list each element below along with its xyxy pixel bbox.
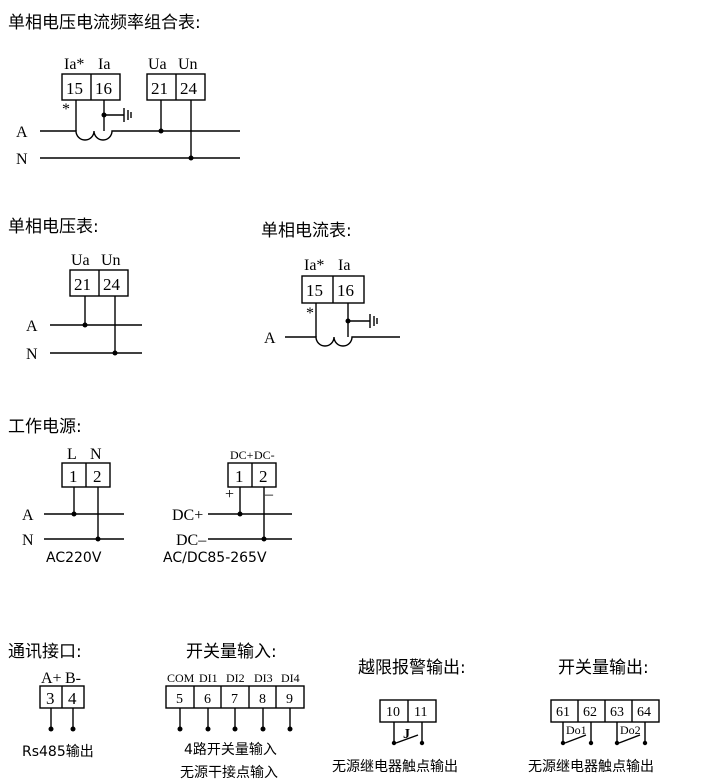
power-ac-line-n-label: N: [22, 532, 34, 549]
power-dc-line-plus-label: DC+: [172, 507, 203, 524]
alarm-pin-11: 11: [414, 705, 427, 720]
ammeter-title: 单相电流表:: [261, 221, 352, 241]
comm-title: 通讯接口:: [8, 642, 82, 662]
alarm-pin-10: 10: [386, 705, 400, 720]
combo-ground-icon: [123, 108, 132, 122]
switch-input-label-di1: DI1: [199, 671, 218, 685]
switch-input-pin-8: 8: [259, 692, 266, 707]
alarm-caption: 无源继电器触点输出: [332, 759, 458, 775]
power-ac-pin-1: 1: [69, 467, 78, 486]
switch-input-pin-5: 5: [176, 692, 183, 707]
switch-output-pin-64: 64: [637, 705, 651, 720]
power-ac-label-n: N: [90, 446, 102, 463]
comm-pin-4: 4: [68, 689, 77, 708]
power-dc-pin-1: 1: [235, 467, 244, 486]
alarm-relay-label: J: [403, 727, 410, 742]
combo-line-n-label: N: [16, 151, 28, 168]
power-dc-label-minus: DC-: [254, 448, 275, 462]
ammeter-line-a-label: A: [264, 330, 276, 347]
ammeter-label-ia-star: Ia*: [304, 257, 324, 274]
combo-label-ua: Ua: [148, 56, 167, 73]
combo-pin-15: 15: [66, 79, 83, 98]
ammeter-pin-16: 16: [337, 281, 354, 300]
switch-output-relay-contact-1-icon: [560, 722, 594, 746]
power-ac-line-a-label: A: [22, 507, 34, 524]
switch-input-caption-1: 4路开关量输入: [184, 742, 277, 758]
comm-caption: Rs485输出: [22, 744, 94, 760]
switch-output-caption: 无源继电器触点输出: [528, 759, 654, 775]
power-dc-line-minus-label: DC–: [176, 532, 207, 549]
ammeter-ground-icon: [369, 314, 378, 328]
switch-output-title: 开关量输出:: [558, 658, 649, 678]
power-title: 工作电源:: [8, 417, 82, 437]
alarm-relay-contact-icon: [391, 722, 425, 746]
power-ac-label-l: L: [67, 446, 77, 463]
power-dc-caption: AC/DC85-265V: [163, 550, 267, 566]
comm-pin-3: 3: [46, 689, 55, 708]
combo-line-a-label: A: [16, 124, 28, 141]
comm-label-a-plus: A+: [41, 670, 62, 687]
alarm-title: 越限报警输出:: [358, 658, 466, 678]
switch-input-pin-7: 7: [231, 692, 238, 707]
ammeter-pin-15: 15: [306, 281, 323, 300]
voltmeter-pin-24: 24: [103, 275, 121, 294]
combo-pin-21: 21: [151, 79, 168, 98]
power-ac-caption: AC220V: [46, 550, 102, 566]
switch-output-relay-contact-2-icon: [614, 722, 648, 746]
voltmeter-line-n-label: N: [26, 346, 38, 363]
combo-line-a: [40, 130, 240, 141]
combo-pin-24: 24: [180, 79, 198, 98]
power-dc-label-plus: DC+: [230, 448, 254, 462]
switch-output-relay-do2: Do2: [620, 723, 641, 737]
combo-label-un: Un: [178, 56, 198, 73]
combo-star: *: [62, 101, 70, 118]
switch-input-title: 开关量输入:: [186, 642, 277, 662]
comm-label-b-minus: B-: [65, 670, 81, 687]
switch-output-pin-61: 61: [556, 705, 570, 720]
combo-pin-16: 16: [95, 79, 112, 98]
power-dc-pin-2: 2: [259, 467, 268, 486]
switch-output-pin-62: 62: [583, 705, 597, 720]
voltmeter-label-un: Un: [101, 252, 121, 269]
switch-input-label-di4: DI4: [281, 671, 300, 685]
switch-input-label-di3: DI3: [254, 671, 273, 685]
power-ac-pin-2: 2: [93, 467, 102, 486]
voltmeter-pin-21: 21: [74, 275, 91, 294]
combo-title: 单相电压电流频率组合表:: [8, 13, 201, 33]
switch-input-pin-9: 9: [286, 692, 293, 707]
voltmeter-title: 单相电压表:: [8, 217, 99, 237]
power-dc-polarity-minus: –: [264, 486, 274, 503]
voltmeter-label-ua: Ua: [71, 252, 90, 269]
power-dc-polarity-plus: +: [225, 486, 234, 503]
switch-input-label-di2: DI2: [226, 671, 245, 685]
voltmeter-line-a-label: A: [26, 318, 38, 335]
combo-label-ia-star: Ia*: [64, 56, 84, 73]
switch-input-caption-2: 无源干接点输入: [180, 764, 278, 781]
switch-output-pin-63: 63: [610, 705, 624, 720]
ammeter-star: *: [306, 305, 314, 322]
switch-input-label-com: COM: [167, 671, 195, 685]
combo-label-ia: Ia: [98, 56, 110, 73]
ammeter-label-ia: Ia: [338, 257, 350, 274]
switch-input-pin-6: 6: [204, 692, 211, 707]
switch-output-relay-do1: Do1: [566, 723, 587, 737]
ammeter-line-a: [285, 336, 400, 347]
